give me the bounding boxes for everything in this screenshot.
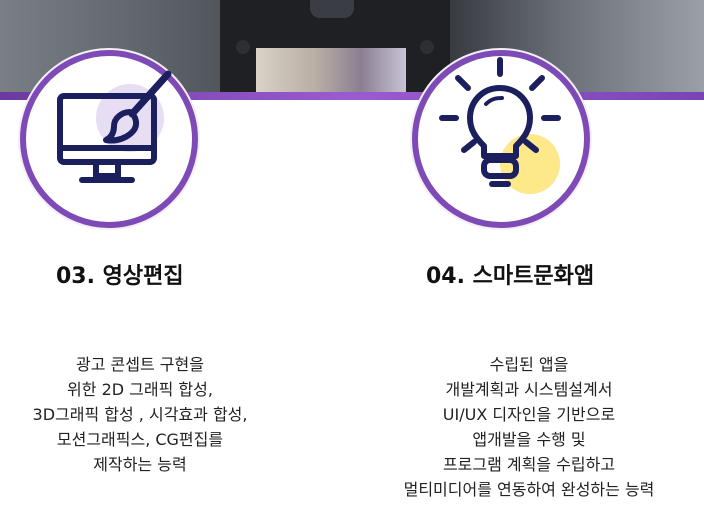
description-line: 앱개발을 수행 및: [472, 430, 586, 449]
lightbulb-icon: [439, 57, 561, 194]
card-title-smart-culture-app: 04. 스마트문화앱: [426, 264, 595, 289]
monitor-paintbrush-icon: [57, 70, 172, 183]
card-description-video-editing: 광고 콘셉트 구현을 위한 2D 그래픽 합성, 3D그래픽 합성 , 시각효과…: [0, 352, 280, 477]
camera-knob: [420, 40, 434, 54]
card-title-video-editing: 03. 영상편집: [56, 264, 184, 289]
description-line: UI/UX 디자인을 기반으로: [442, 405, 616, 424]
description-line: 개발계획과 시스템설계서: [445, 380, 613, 399]
description-line: 프로그램 계획을 수립하고: [442, 455, 616, 474]
description-line: 모션그래픽스, CG편집를: [56, 430, 224, 449]
description-line: 제작하는 능력: [93, 455, 187, 474]
description-line: 수립된 앱을: [489, 355, 569, 374]
badge-video-editing: [20, 50, 198, 228]
description-line: 멀티미디어를 연동하여 완성하는 능력: [403, 480, 655, 499]
description-line: 3D그래픽 합성 , 시각효과 합성,: [32, 405, 248, 424]
camera-knob: [236, 40, 250, 54]
description-line: 위한 2D 그래픽 합성,: [67, 380, 213, 399]
purple-divider: [0, 92, 704, 102]
camera-lens: [310, 0, 354, 18]
camera-screen: [256, 48, 406, 100]
description-line: 광고 콘셉트 구현을: [76, 355, 204, 374]
card-description-smart-culture-app: 수립된 앱을 개발계획과 시스템설계서 UI/UX 디자인을 기반으로 앱개발을…: [364, 352, 694, 502]
badge-smart-culture-app: [412, 50, 590, 228]
